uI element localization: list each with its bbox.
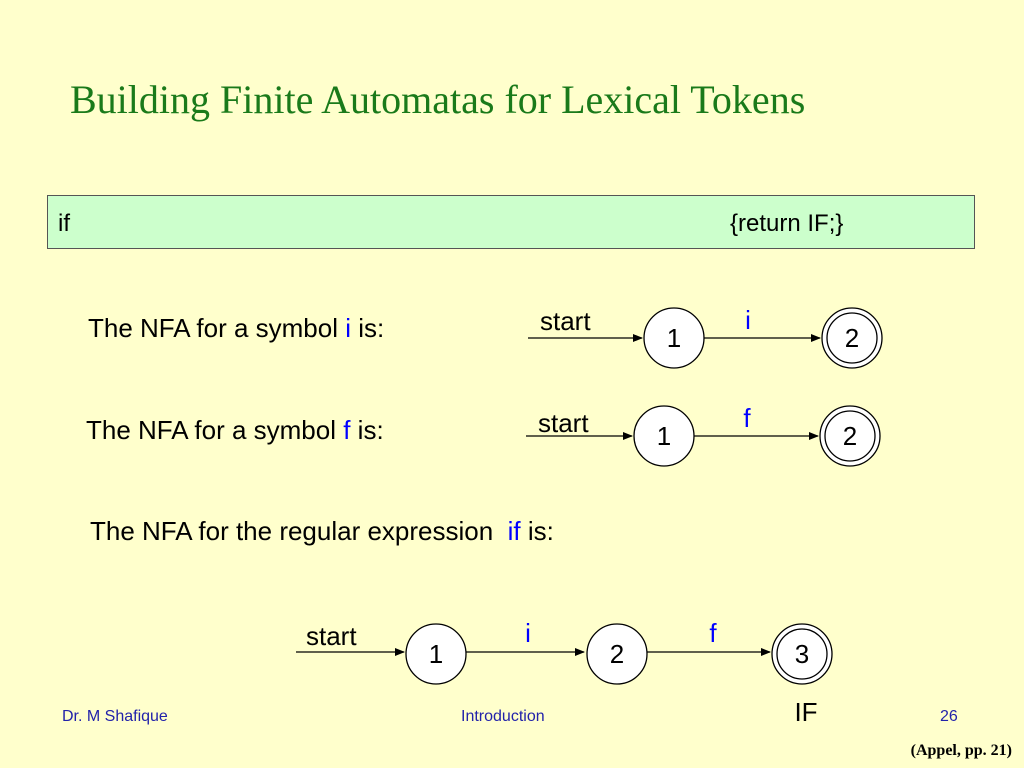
nfa-i-symbol: i (345, 313, 351, 343)
nfa-f-caption-prefix: The NFA for a symbol (86, 415, 344, 445)
nfa-if-edge-label-1: i (525, 618, 531, 648)
nfa-if-edge-label-2: f (709, 618, 717, 648)
nfa-i-state-2-label: 2 (845, 323, 859, 353)
nfa-i-diagram: start 1 i 2 (528, 305, 883, 369)
nfa-f-caption: The NFA for a symbol f is: (86, 415, 384, 446)
nfa-f-edge-label: f (743, 403, 751, 433)
lexical-rule-box: if {return IF;} (47, 195, 975, 249)
nfa-f-symbol: f (343, 415, 351, 445)
nfa-i-caption-suffix: is: (351, 313, 385, 343)
nfa-i-caption: The NFA for a symbol i is: (88, 313, 384, 344)
nfa-if-final-token: IF (794, 697, 817, 727)
nfa-f-state-2-label: 2 (843, 421, 857, 451)
nfa-f-caption-suffix: is: (350, 415, 384, 445)
slide-title: Building Finite Automatas for Lexical To… (70, 77, 806, 122)
rule-action: {return IF;} (730, 210, 844, 237)
nfa-f-state-2-outer (819, 405, 881, 467)
nfa-if-caption: The NFA for the regular expression if is… (90, 516, 554, 547)
nfa-if-state-3-outer (771, 623, 833, 685)
nfa-if-state-1 (405, 623, 467, 685)
nfa-if-state-2-label: 2 (610, 639, 624, 669)
nfa-f-start-label: start (538, 408, 589, 438)
nfa-if-caption-prefix: The NFA for the regular expression (90, 516, 508, 546)
footer-author: Dr. M Shafique (62, 708, 168, 725)
nfa-if-caption-suffix: is: (520, 516, 554, 546)
nfa-i-state-2-inner (826, 312, 878, 364)
nfa-if-symbol: if (507, 516, 521, 546)
rule-pattern: if (58, 210, 70, 237)
nfa-if-state-2 (586, 623, 648, 685)
nfa-f-state-2-inner (824, 410, 876, 462)
nfa-i-edge-label: i (745, 305, 751, 335)
nfa-f-state-1-label: 1 (657, 421, 671, 451)
nfa-if-state-3-label: 3 (795, 639, 809, 669)
nfa-i-caption-prefix: The NFA for a symbol (88, 313, 346, 343)
nfa-if-diagram: start 1 i 2 f 3 IF (296, 618, 833, 727)
footer-section: Introduction (461, 708, 545, 725)
nfa-f-diagram: start 1 f 2 (526, 403, 881, 467)
nfa-i-state-2-outer (821, 307, 883, 369)
nfa-if-state-3-inner (776, 628, 828, 680)
nfa-i-state-1-label: 1 (667, 323, 681, 353)
citation: (Appel, pp. 21) (910, 742, 1012, 759)
footer-page-number: 26 (940, 708, 958, 725)
nfa-if-state-1-label: 1 (429, 639, 443, 669)
nfa-if-start-label: start (306, 621, 357, 651)
nfa-i-start-label: start (540, 306, 591, 336)
